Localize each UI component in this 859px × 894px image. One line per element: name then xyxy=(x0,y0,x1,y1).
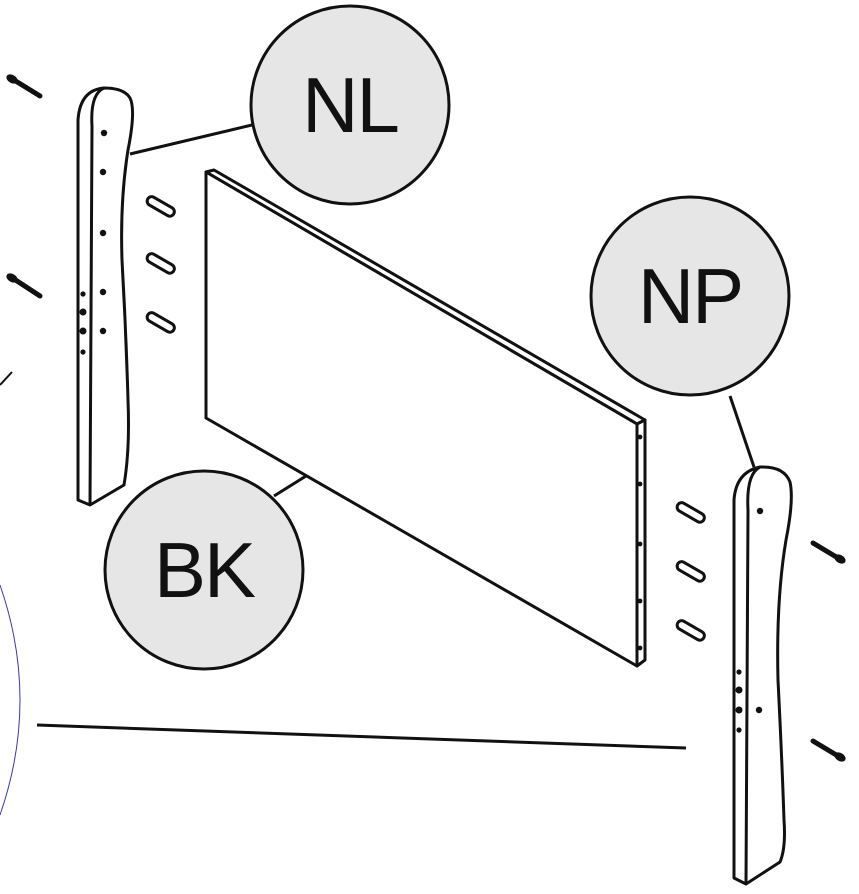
callout-label-bk: BK xyxy=(154,526,256,614)
callout-label-np: NP xyxy=(638,252,742,340)
leader-line-np xyxy=(728,395,756,468)
right-post xyxy=(732,465,793,886)
callout-np: NP xyxy=(589,195,791,397)
callout-label-nl: NL xyxy=(302,61,398,149)
dowels-right xyxy=(675,501,706,642)
dowel xyxy=(145,311,176,334)
guide-line xyxy=(36,723,687,750)
edge-mark xyxy=(0,371,13,386)
guide-arc xyxy=(0,584,21,816)
screws-left xyxy=(6,74,43,299)
dowel xyxy=(675,619,706,642)
dowels-left xyxy=(145,195,176,334)
dowel xyxy=(675,560,706,583)
screw xyxy=(6,273,43,299)
leader-line-nl xyxy=(129,123,253,156)
callout-bk: BK xyxy=(103,469,305,671)
screw xyxy=(6,74,43,99)
left-post xyxy=(76,86,135,507)
leader-line-bk xyxy=(273,474,307,498)
dowel xyxy=(145,252,176,275)
dowel xyxy=(675,501,706,524)
screws-right xyxy=(810,540,846,762)
screw xyxy=(810,540,846,564)
dowel xyxy=(145,195,176,218)
callout-nl: NL xyxy=(249,4,451,206)
screw xyxy=(810,738,846,762)
panel xyxy=(204,168,647,668)
